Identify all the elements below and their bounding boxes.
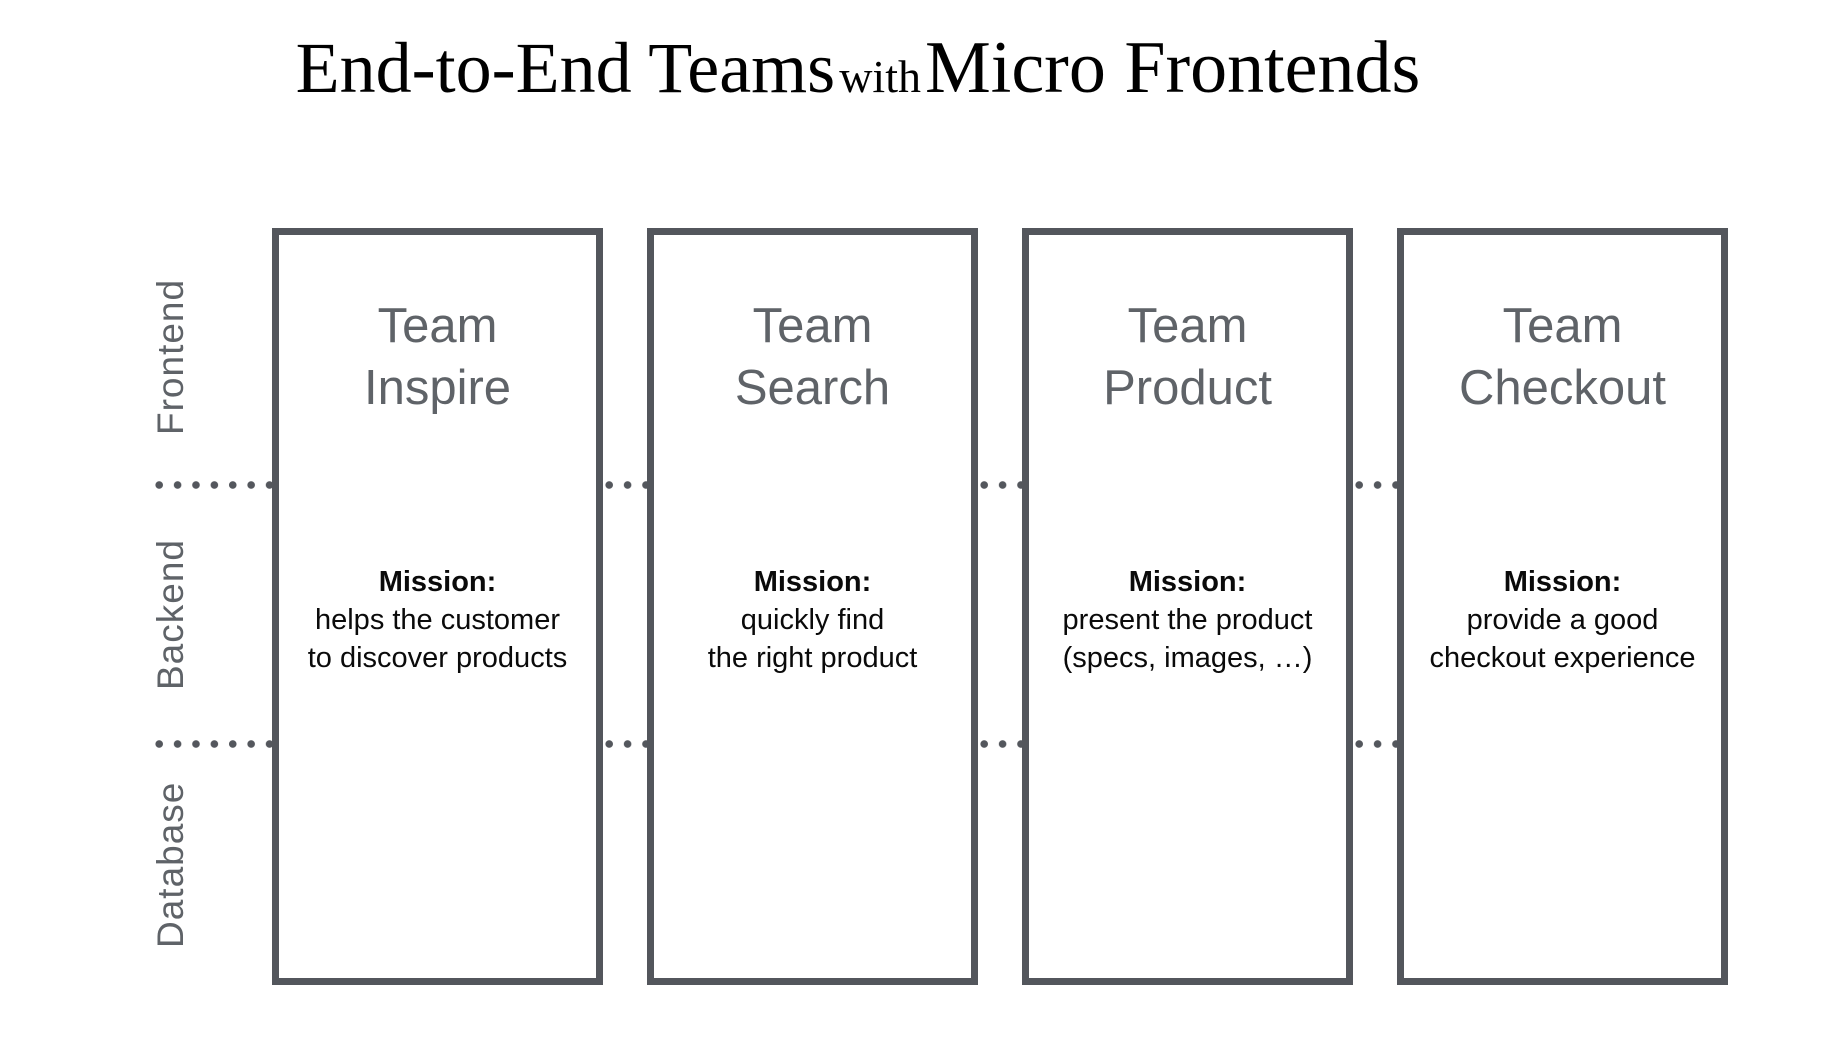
team-name: Team Product <box>1029 295 1346 419</box>
mission-text-line: quickly find <box>740 604 885 636</box>
mission-text-line: helps the customer <box>314 604 560 636</box>
title-part-with: with <box>839 51 921 102</box>
mission-text-line: present the product <box>1062 604 1313 636</box>
team-name-line: Search <box>734 361 891 415</box>
mission-text-line: (specs, images, …) <box>1062 642 1313 674</box>
mission-text-line: to discover products <box>307 642 568 674</box>
mission-block: Mission: present the product (specs, ima… <box>1029 563 1346 677</box>
team-card-product: Team Product Mission: present the produc… <box>1022 228 1353 985</box>
backend-database-divider-dots <box>150 740 276 748</box>
layer-label-frontend: Frontend <box>150 278 191 435</box>
team-card-checkout: Team Checkout Mission: provide a good ch… <box>1397 228 1728 985</box>
mission-label: Mission: <box>753 566 872 598</box>
mission-text-line: checkout experience <box>1429 642 1696 674</box>
diagram-title: End-to-End Teams with Micro Frontends <box>0 26 1716 111</box>
team-card-inspire: Team Inspire Mission: helps the customer… <box>272 228 603 985</box>
team-name: Team Inspire <box>279 295 596 419</box>
team-name-line: Product <box>1103 361 1272 415</box>
backend-database-divider-dots <box>975 740 1025 748</box>
mission-label: Mission: <box>1503 566 1622 598</box>
backend-database-divider-dots <box>600 740 650 748</box>
mission-text-line: the right product <box>707 642 918 674</box>
title-part-micro-frontends: Micro Frontends <box>924 27 1421 109</box>
backend-database-divider-dots <box>1350 740 1400 748</box>
layer-label-database: Database <box>150 781 191 948</box>
team-name: Team Search <box>654 295 971 419</box>
team-name-line: Team <box>752 299 873 353</box>
team-name-line: Checkout <box>1458 361 1666 415</box>
frontend-backend-divider-dots <box>1350 481 1400 489</box>
mission-label: Mission: <box>378 566 497 598</box>
team-name-line: Team <box>1502 299 1623 353</box>
title-part-end-to-end-teams: End-to-End Teams <box>295 28 836 108</box>
frontend-backend-divider-dots <box>150 481 276 489</box>
layer-label-backend: Backend <box>150 539 191 690</box>
team-name-line: Inspire <box>363 361 512 415</box>
team-name: Team Checkout <box>1404 295 1721 419</box>
team-name-line: Team <box>377 299 498 353</box>
team-card-search: Team Search Mission: quickly find the ri… <box>647 228 978 985</box>
frontend-backend-divider-dots <box>600 481 650 489</box>
frontend-backend-divider-dots <box>975 481 1025 489</box>
mission-text-line: provide a good <box>1466 604 1659 636</box>
team-name-line: Team <box>1127 299 1248 353</box>
mission-block: Mission: quickly find the right product <box>654 563 971 677</box>
mission-block: Mission: provide a good checkout experie… <box>1404 563 1721 677</box>
mission-block: Mission: helps the customer to discover … <box>279 563 596 677</box>
mission-label: Mission: <box>1128 566 1247 598</box>
